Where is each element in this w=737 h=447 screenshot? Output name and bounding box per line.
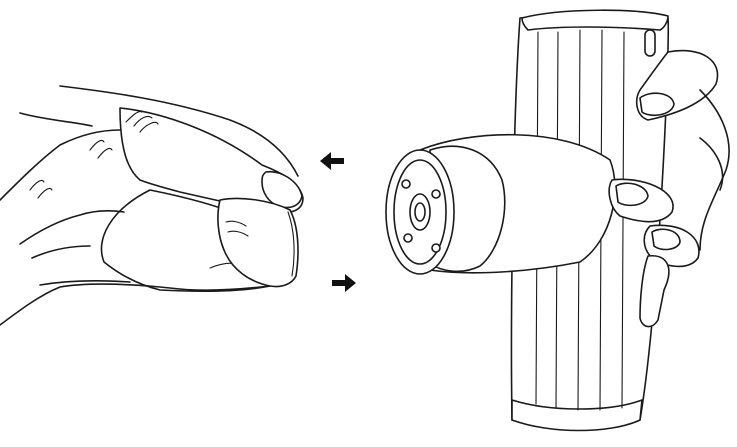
right-arrow-icon xyxy=(332,274,356,292)
massage-gun-illustration xyxy=(385,9,730,432)
left-arrow-icon xyxy=(320,152,344,170)
left-hand-illustration xyxy=(0,85,304,326)
